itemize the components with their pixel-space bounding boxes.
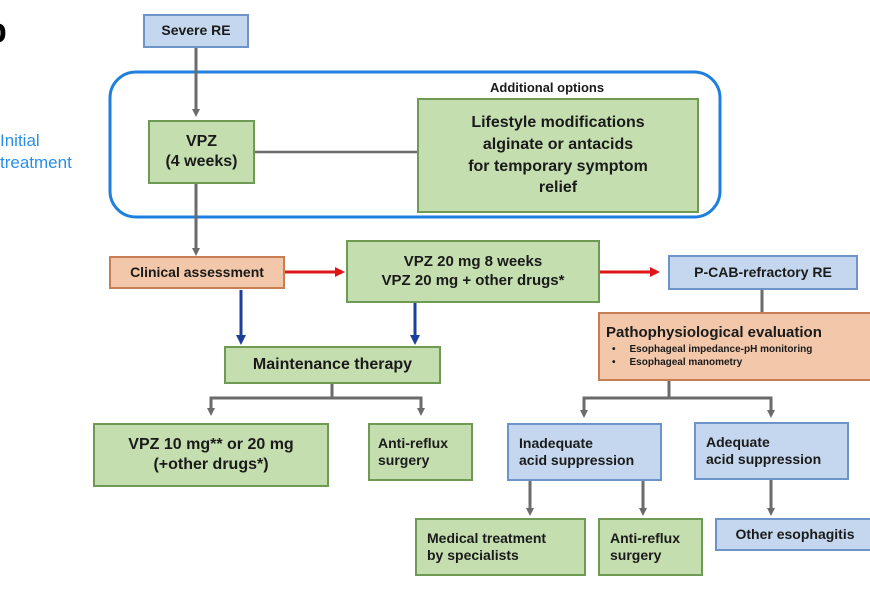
bullet-impedance-ph: Esophageal impedance-pH monitoring — [606, 344, 813, 357]
node-medical-treatment[interactable]: Medical treatment by specialists — [415, 518, 586, 576]
node-clinical-assessment[interactable]: Clinical assessment — [109, 256, 285, 289]
node-lifestyle[interactable]: Lifestyle modifications alginate or anta… — [417, 98, 699, 213]
evaluation-bullets: Esophageal impedance-pH monitoring Esoph… — [606, 344, 813, 370]
node-pathophysiological-evaluation[interactable]: Pathophysiological evaluation Esophageal… — [598, 312, 870, 381]
initial-treatment-label: Initial treatment — [0, 131, 72, 173]
node-vpz-maintenance[interactable]: VPZ 10 mg** or 20 mg (+other drugs*) — [93, 423, 329, 487]
node-pcab-refractory[interactable]: P-CAB-refractory RE — [668, 255, 858, 290]
node-vpz-initial[interactable]: VPZ (4 weeks) — [148, 120, 255, 184]
node-antireflux-surgery-1[interactable]: Anti-reflux surgery — [368, 423, 473, 481]
bullet-manometry: Esophageal manometry — [606, 357, 812, 370]
split-maintenance-right — [332, 396, 425, 416]
split-pathophys-left — [580, 380, 671, 418]
node-inadequate-acid-suppression[interactable]: Inadequate acid suppression — [507, 423, 662, 481]
node-vpz-20[interactable]: VPZ 20 mg 8 weeks VPZ 20 mg + other drug… — [346, 240, 600, 303]
node-antireflux-surgery-2[interactable]: Anti-reflux surgery — [598, 518, 703, 576]
split-pathophys-right — [669, 396, 775, 418]
node-other-esophagitis[interactable]: Other esophagitis — [715, 518, 870, 551]
node-adequate-acid-suppression[interactable]: Adequate acid suppression — [694, 422, 849, 480]
panel-letter: b — [0, 12, 7, 51]
node-severe-re[interactable]: Severe RE — [143, 14, 249, 48]
node-maintenance-therapy[interactable]: Maintenance therapy — [224, 346, 441, 384]
additional-options-title: Additional options — [490, 80, 605, 95]
split-maintenance — [207, 384, 334, 416]
initial-treatment-frame — [108, 70, 722, 219]
